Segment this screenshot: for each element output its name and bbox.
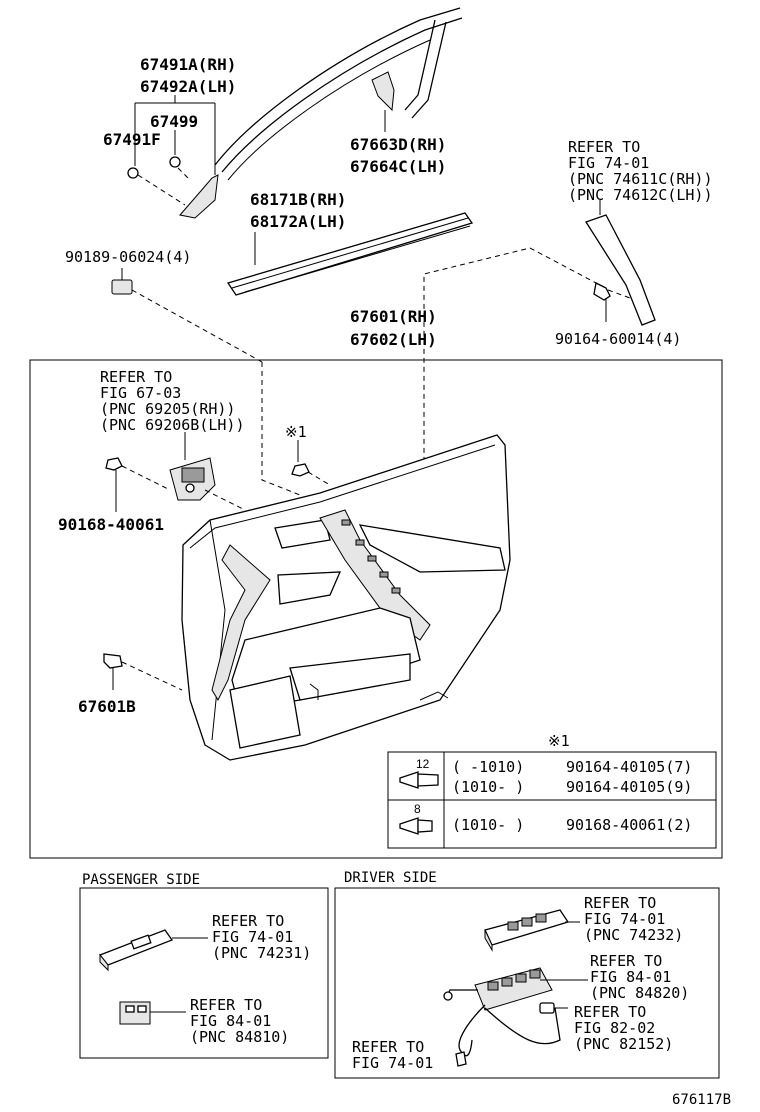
label-moulding-lh: 67492A(LH) [140, 77, 236, 96]
label-board-rh: 67601(RH) [350, 307, 437, 326]
passenger-refer1-l3: (PNC 74231) [212, 944, 311, 962]
driver-refer3-l1: REFER TO [574, 1003, 646, 1021]
label-group-top: 67491A(RH) 67492A(LH) 67499 67491F 67663… [65, 55, 713, 349]
clip-90189[interactable] [111, 268, 263, 363]
fastener-row1-range: ( -1010) [452, 758, 524, 776]
passenger-refer1-l1: REFER TO [212, 912, 284, 930]
screw-90168-40061[interactable] [105, 457, 171, 512]
passenger-side-frame [79, 887, 329, 1059]
screw-note1[interactable] [261, 362, 331, 496]
fastener-row3-range: (1010- ) [452, 816, 524, 834]
door-trim-board-frame [29, 359, 723, 859]
driver-refer1-l1: REFER TO [584, 894, 656, 912]
fastener-row2-range: (1010- ) [452, 778, 524, 796]
label-refer-fig74-l4: (PNC 74612C(LH)) [568, 186, 713, 204]
door-garnish-part[interactable] [127, 156, 219, 219]
label-refer-fig74-l2: FIG 74-01 [568, 154, 649, 172]
fastener-row3-part: 90168-40061(2) [566, 816, 692, 834]
wire-harness[interactable] [443, 989, 568, 1067]
door-seal-part[interactable] [371, 71, 395, 132]
passenger-side-text: PASSENGER SIDE REFER TO FIG 74-01 (PNC 7… [82, 872, 311, 1046]
label-group-main: REFER TO FIG 67-03 (PNC 69205(RH)) (PNC … [58, 368, 307, 716]
label-garnish-67491f: 67491F [103, 130, 161, 149]
label-clip-90189: 90189-06024(4) [65, 248, 191, 266]
clip-67601b[interactable] [103, 653, 183, 691]
label-refer-fig74-l3: (PNC 74611C(RH)) [568, 170, 713, 188]
driver-side-title: DRIVER SIDE [344, 870, 437, 886]
driver-refer1-l3: (PNC 74232) [584, 926, 683, 944]
label-refer-fig74-l1: REFER TO [568, 138, 640, 156]
fastener-table [387, 751, 717, 849]
fastener-row2-part: 90164-40105(9) [566, 778, 692, 796]
fastener-size-8: 8 [414, 802, 421, 816]
label-moulding-rh: 67491A(RH) [140, 55, 236, 74]
weatherstrip-part[interactable] [226, 212, 474, 296]
fastener-table-text: ※1 12 ( -1010) 90164-40105(7) (1010- ) 9… [414, 732, 692, 834]
driver-switch-bezel[interactable] [484, 909, 580, 952]
label-refer-fig67-l4: (PNC 69206B(LH)) [100, 416, 245, 434]
label-seal-rh: 67663D(RH) [350, 135, 446, 154]
passenger-refer2-l3: (PNC 84810) [190, 1028, 289, 1046]
fastener-size-12: 12 [416, 757, 430, 771]
driver-refer3-l2: FIG 82-02 [574, 1019, 655, 1037]
label-refer-fig67-l3: (PNC 69205(RH)) [100, 400, 235, 418]
label-clip-67499: 67499 [150, 112, 198, 131]
label-screw-90164-60014: 90164-60014(4) [555, 330, 681, 348]
driver-refer4-l2: FIG 74-01 [352, 1054, 433, 1072]
door-trim-board[interactable] [181, 434, 511, 761]
driver-refer4-l1: REFER TO [352, 1038, 424, 1056]
window-frame-outline [214, 7, 463, 181]
passenger-window-switch[interactable] [119, 1001, 186, 1025]
fastener-row1-part: 90164-40105(7) [566, 758, 692, 776]
label-bracket [134, 95, 216, 175]
passenger-switch-bezel[interactable] [98, 929, 208, 972]
label-board-lh: 67602(LH) [350, 330, 437, 349]
label-refer-fig67-l2: FIG 67-03 [100, 384, 181, 402]
switch-buttons [341, 519, 401, 594]
fastener-table-header: ※1 [548, 732, 570, 750]
passenger-refer2-l1: REFER TO [190, 996, 262, 1014]
label-seal-lh: 67664C(LH) [350, 157, 446, 176]
pillar-garnish[interactable] [423, 200, 656, 560]
label-note-mark: ※1 [285, 423, 307, 441]
driver-master-switch[interactable] [474, 967, 588, 1011]
inside-handle-part[interactable] [169, 432, 246, 511]
driver-side-text: DRIVER SIDE REFER TO FIG 74-01 (PNC 7423… [344, 870, 689, 1072]
label-weatherstrip-lh: 68172A(LH) [250, 212, 346, 231]
label-screw-90168-40061: 90168-40061 [58, 515, 164, 534]
driver-side-frame [334, 887, 720, 1079]
driver-refer2-l1: REFER TO [590, 952, 662, 970]
label-weatherstrip-rh: 68171B(RH) [250, 190, 346, 209]
label-clip-67601b: 67601B [78, 697, 136, 716]
passenger-refer1-l2: FIG 74-01 [212, 928, 293, 946]
driver-refer1-l2: FIG 74-01 [584, 910, 665, 928]
driver-refer3-l3: (PNC 82152) [574, 1035, 673, 1053]
driver-refer2-l3: (PNC 84820) [590, 984, 689, 1002]
footer-code: 676117B [672, 1092, 731, 1108]
passenger-side-title: PASSENGER SIDE [82, 872, 200, 888]
driver-refer2-l2: FIG 84-01 [590, 968, 671, 986]
label-refer-fig67-l1: REFER TO [100, 368, 172, 386]
passenger-refer2-l2: FIG 84-01 [190, 1012, 271, 1030]
